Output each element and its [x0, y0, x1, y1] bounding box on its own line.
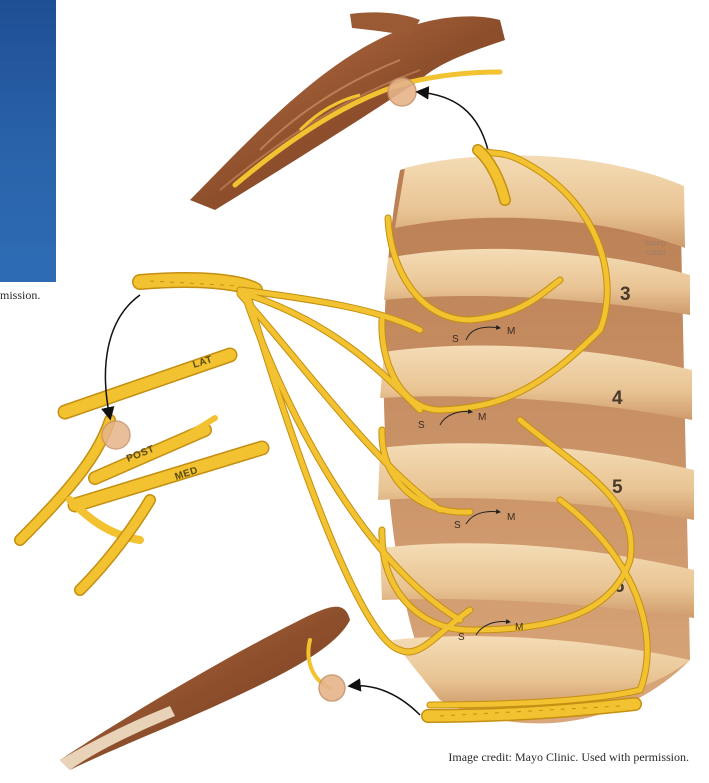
- rib-label-3: 3: [620, 284, 631, 305]
- m-label-6: M: [515, 622, 523, 633]
- m-label-4: M: [478, 412, 486, 423]
- s-label-5: S: [454, 520, 461, 531]
- rib-label-4: 4: [612, 388, 623, 409]
- brachial-plexus-cords: [20, 355, 262, 590]
- m-label-5: M: [507, 512, 515, 523]
- image-credit-caption: Image credit: Mayo Clinic. Used with per…: [448, 750, 689, 765]
- lower-junction-circle: [319, 675, 345, 701]
- s-label-3: S: [452, 334, 459, 345]
- m-label-3: M: [507, 326, 515, 337]
- watermark-line-2: ©2001: [646, 249, 667, 257]
- watermark-line-1: MAYO: [646, 241, 667, 248]
- lower-arrow: [350, 686, 420, 715]
- s-label-4: S: [418, 420, 425, 431]
- lower-muscle: [60, 607, 350, 770]
- upper-arrow: [418, 92, 488, 150]
- plexus-junction-circle: [102, 421, 130, 449]
- upper-junction-circle: [388, 78, 416, 106]
- s-label-6: S: [458, 632, 465, 643]
